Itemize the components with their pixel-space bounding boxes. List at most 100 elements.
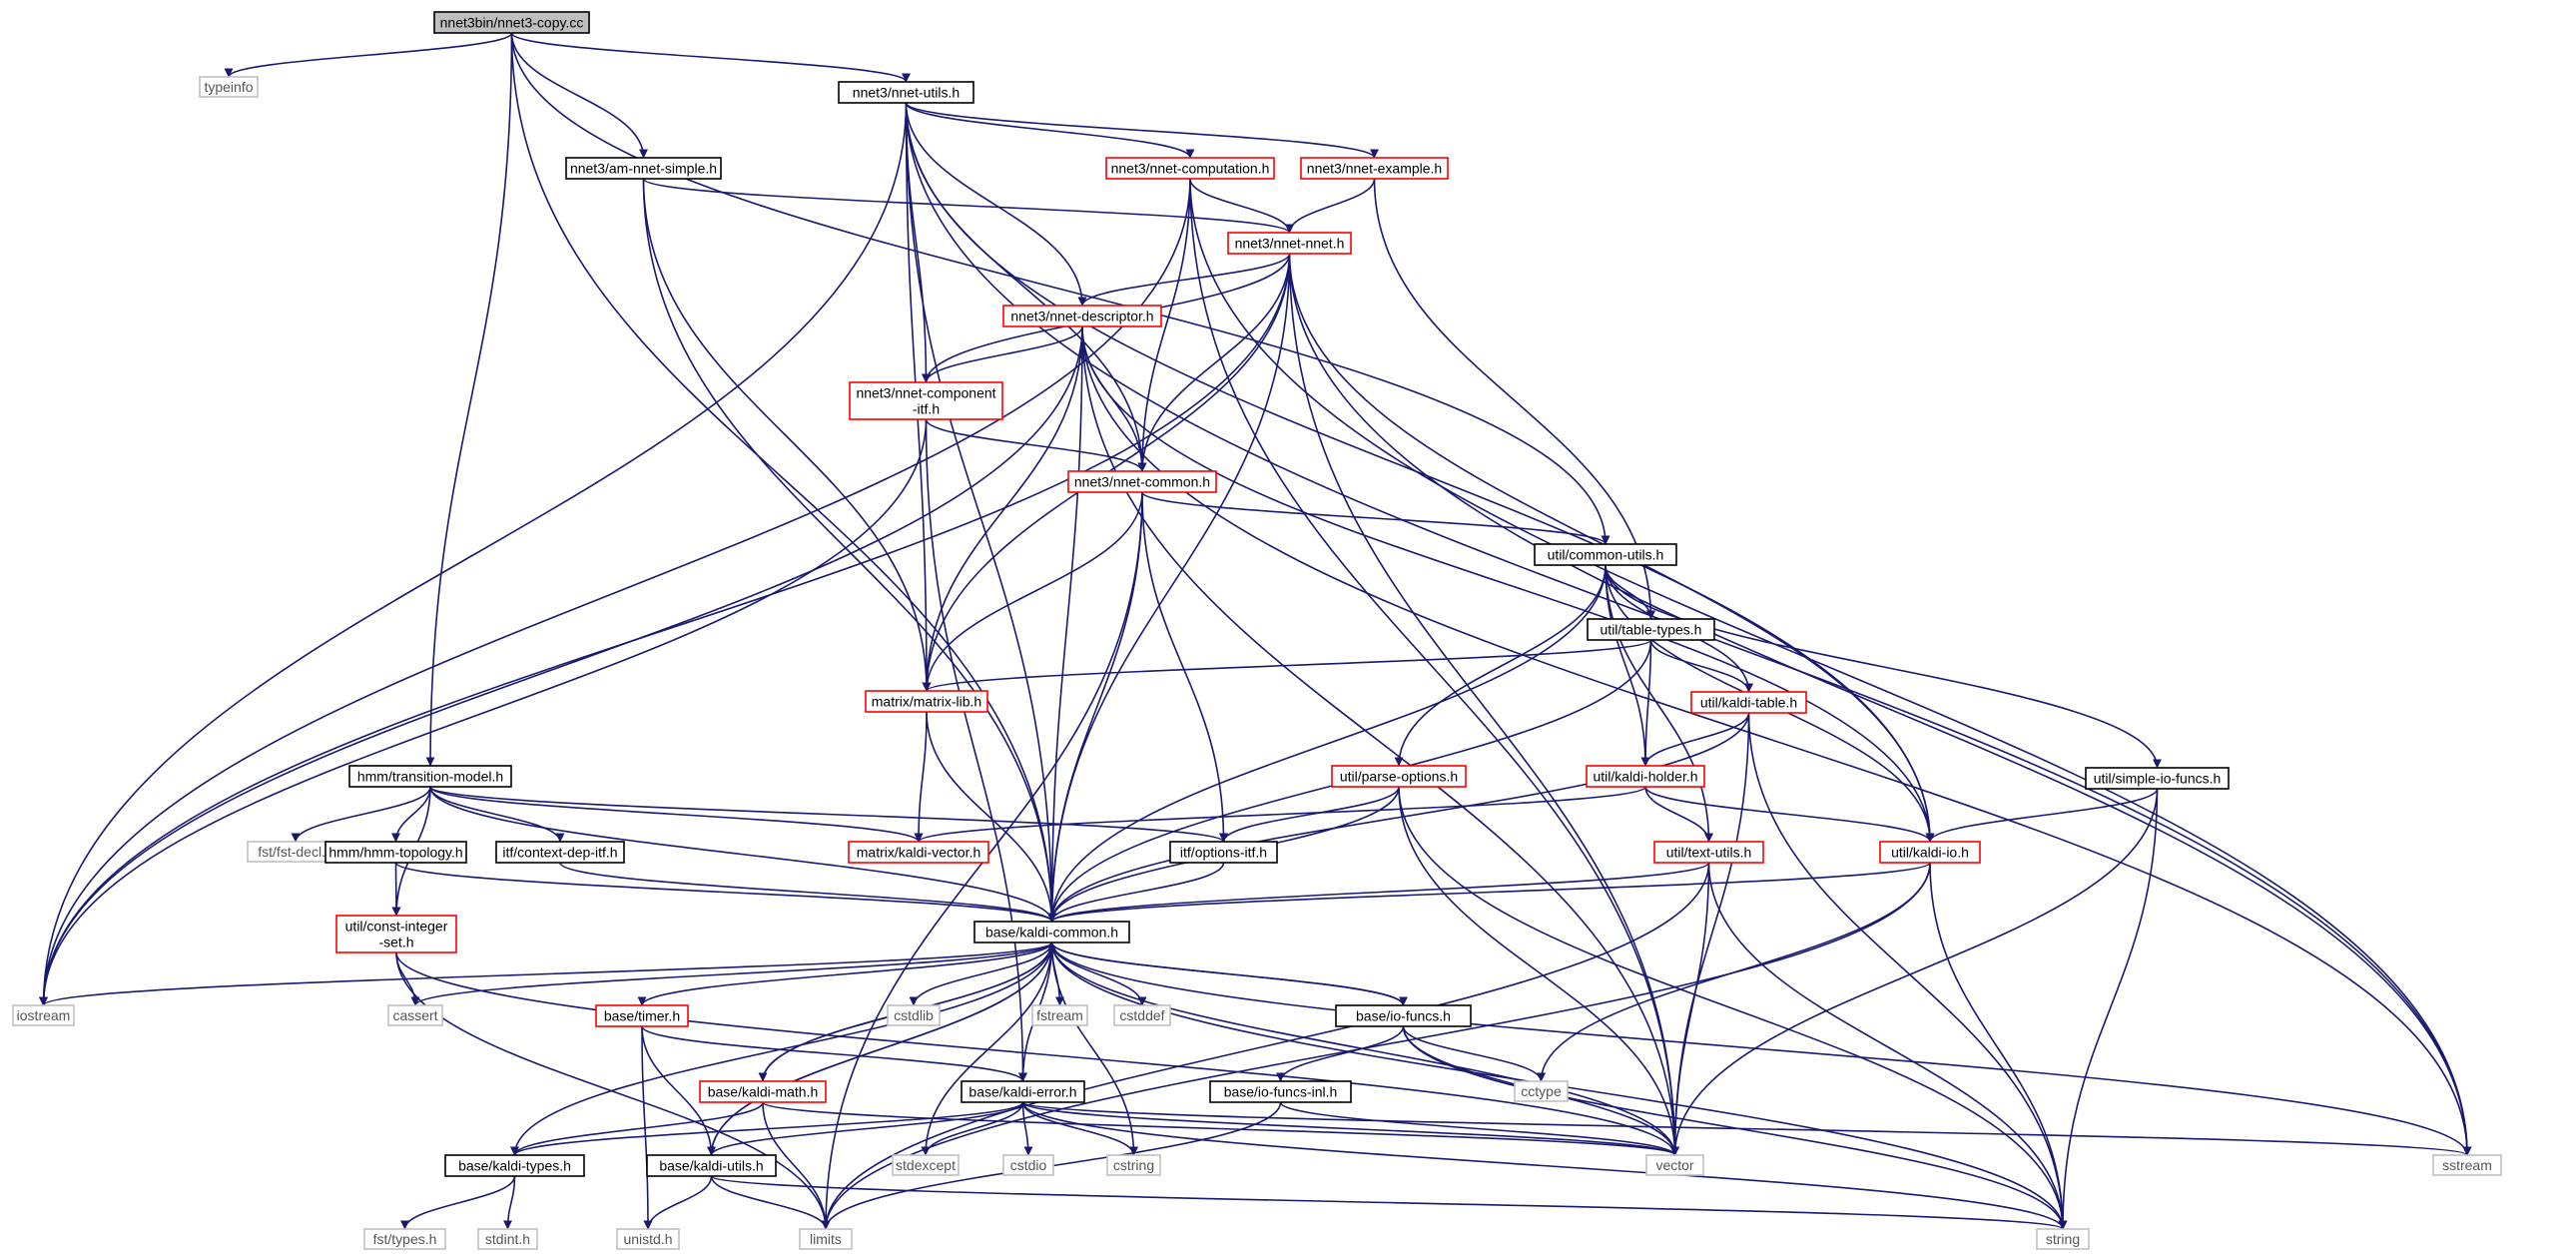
edge-textutils-to-string	[1707, 862, 2068, 1230]
node-cstdio: cstdio	[1002, 1154, 1054, 1176]
node-label-sstream: sstream	[2442, 1157, 2492, 1173]
node-nnetdescriptor[interactable]: nnet3/nnet-descriptor.h	[1002, 305, 1162, 327]
edge-kaldiutils-to-kaldicommon	[710, 942, 1056, 1156]
node-timer[interactable]: base/timer.h	[595, 1004, 689, 1027]
edge-constintset-to-vector	[395, 951, 1679, 1156]
node-parseoptions[interactable]: util/parse-options.h	[1331, 765, 1467, 788]
node-nnetcomputation[interactable]: nnet3/nnet-computation.h	[1105, 157, 1275, 180]
node-nnetexample[interactable]: nnet3/nnet-example.h	[1300, 157, 1449, 180]
node-label-kaldiholder: util/kaldi-holder.h	[1593, 769, 1697, 785]
node-textutils[interactable]: util/text-utils.h	[1653, 841, 1764, 864]
node-label-fstream: fstream	[1036, 1007, 1083, 1023]
node-label-cstdio: cstdio	[1010, 1157, 1047, 1173]
node-box-kalditable	[1690, 691, 1807, 714]
node-simpleio[interactable]: util/simple-io-funcs.h	[2085, 767, 2230, 790]
node-label-vector: vector	[1655, 1157, 1693, 1173]
edge-root-to-amnnet	[510, 32, 648, 159]
node-label-stdint: stdint.h	[485, 1231, 530, 1247]
node-box-parseoptions	[1331, 765, 1467, 788]
node-limits: limits	[799, 1228, 853, 1250]
node-kaldivector[interactable]: matrix/kaldi-vector.h	[848, 841, 989, 864]
node-label-constintset: -set.h	[378, 935, 413, 950]
node-label-componentitf: -itf.h	[913, 401, 940, 417]
edge-hmmtopology-to-kaldicommon	[394, 862, 1056, 923]
edge-root-to-typeinfo	[224, 32, 513, 78]
edge-kalditable-to-string	[1747, 712, 2068, 1230]
node-cstring: cstring	[1106, 1154, 1161, 1176]
node-box-cstdio	[1002, 1154, 1054, 1176]
edge-simpleio-to-string	[2058, 788, 2159, 1230]
edge-commonutils-to-kaldicommon	[1047, 564, 1607, 923]
edge-simpleio-to-kaldiio	[1925, 788, 2159, 843]
node-label-iostream: iostream	[17, 1007, 71, 1023]
node-hmmtopology[interactable]: hmm/hmm-topology.h	[324, 841, 467, 864]
node-nnetcommon[interactable]: nnet3/nnet-common.h	[1067, 470, 1217, 493]
edge-kaldierror-to-sstream	[1021, 1101, 2471, 1156]
node-commonutils[interactable]: util/common-utils.h	[1534, 543, 1677, 566]
node-box-iofuncsinl	[1209, 1080, 1352, 1103]
node-kaldiholder[interactable]: util/kaldi-holder.h	[1586, 765, 1705, 788]
node-kalditable[interactable]: util/kaldi-table.h	[1690, 691, 1807, 714]
node-componentitf[interactable]: nnet3/nnet-component-itf.h	[849, 381, 1003, 420]
node-label-kaldiio: util/kaldi-io.h	[1891, 845, 1969, 861]
edge-componentitf-to-nnetcommon	[925, 418, 1147, 472]
edge-kaldicommon-to-sstream	[1050, 942, 2472, 1156]
node-kaldimath[interactable]: base/kaldi-math.h	[699, 1080, 827, 1103]
node-box-nnetutils	[838, 81, 974, 104]
node-fstdecl: fst/fst-decl.h	[247, 841, 344, 863]
node-box-nnetcommon	[1067, 470, 1217, 493]
edge-kalditypes-to-fsttypes	[400, 1175, 516, 1230]
node-box-cassert	[387, 1004, 443, 1026]
edge-kaldiholder-to-kaldivector	[914, 786, 1646, 843]
edge-kaldiholder-to-kaldiio	[1644, 786, 1935, 843]
node-kalditypes[interactable]: base/kaldi-types.h	[444, 1154, 585, 1177]
node-label-nnetutils: nnet3/nnet-utils.h	[853, 85, 960, 101]
node-nnetnnet[interactable]: nnet3/nnet-nnet.h	[1227, 232, 1352, 255]
node-kaldiio[interactable]: util/kaldi-io.h	[1879, 841, 1981, 864]
node-label-commonutils: util/common-utils.h	[1548, 547, 1664, 563]
node-transition[interactable]: hmm/transition-model.h	[348, 765, 512, 788]
node-optionsitf[interactable]: itf/options-itf.h	[1169, 841, 1278, 864]
edge-kaldicommon-to-stdexcept	[921, 942, 1053, 1156]
edge-nnetcomputation-to-nnetnnet	[1189, 178, 1294, 234]
edge-kalditypes-to-stdint	[503, 1175, 516, 1230]
node-iofuncsinl[interactable]: base/io-funcs-inl.h	[1209, 1080, 1352, 1103]
node-box-amnnet	[565, 157, 722, 180]
node-kaldierror[interactable]: base/kaldi-error.h	[961, 1080, 1085, 1103]
node-nnetutils[interactable]: nnet3/nnet-utils.h	[838, 81, 974, 104]
node-matrixlib[interactable]: matrix/matrix-lib.h	[865, 690, 988, 713]
node-label-iofuncsinl: base/io-funcs-inl.h	[1224, 1084, 1338, 1100]
node-iofuncs[interactable]: base/io-funcs.h	[1335, 1004, 1472, 1027]
node-label-nnetcomputation: nnet3/nnet-computation.h	[1111, 161, 1270, 177]
node-box-textutils	[1653, 841, 1764, 864]
edge-kaldicommon-to-cassert	[410, 942, 1053, 1006]
node-fsttypes: fst/types.h	[363, 1228, 446, 1250]
node-box-optionsitf	[1169, 841, 1278, 864]
node-label-nnetcommon: nnet3/nnet-common.h	[1074, 474, 1210, 490]
edge-nnetcommon-to-matrixlib	[922, 491, 1143, 692]
node-box-commonutils	[1534, 543, 1677, 566]
edge-nnetutils-to-nnetdescriptor	[905, 102, 1087, 307]
node-tabletypes[interactable]: util/table-types.h	[1587, 618, 1715, 641]
node-kaldicommon[interactable]: base/kaldi-common.h	[973, 921, 1130, 944]
node-amnnet[interactable]: nnet3/am-nnet-simple.h	[565, 157, 722, 180]
edge-iofuncsinl-to-vector	[1279, 1101, 1679, 1156]
node-box-cstddef	[1113, 1004, 1171, 1026]
node-label-cstddef: cstddef	[1119, 1007, 1164, 1023]
edge-simpleio-to-vector	[1670, 788, 2159, 1156]
node-label-kaldimath: base/kaldi-math.h	[708, 1084, 819, 1100]
node-contextdep[interactable]: itf/context-dep-itf.h	[495, 841, 625, 864]
edge-textutils-to-kaldicommon	[1047, 862, 1710, 923]
node-box-nnetnnet	[1227, 232, 1352, 255]
node-stdexcept: stdexcept	[892, 1154, 960, 1176]
edge-optionsitf-to-kaldicommon	[1047, 862, 1225, 923]
edge-nnetnnet-to-nnetcommon	[1137, 253, 1291, 472]
edge-nnetcomputation-to-nnetcommon	[1137, 178, 1191, 472]
edge-kaldierror-to-kaldiutils	[707, 1101, 1024, 1156]
node-constintset[interactable]: util/const-integer-set.h	[335, 915, 457, 953]
node-label-root: nnet3bin/nnet3-copy.cc	[440, 15, 584, 31]
edge-transition-to-fstdecl	[291, 786, 431, 843]
node-kaldiutils[interactable]: base/kaldi-utils.h	[646, 1154, 777, 1177]
edge-parseoptions-to-vector	[1398, 786, 1679, 1156]
